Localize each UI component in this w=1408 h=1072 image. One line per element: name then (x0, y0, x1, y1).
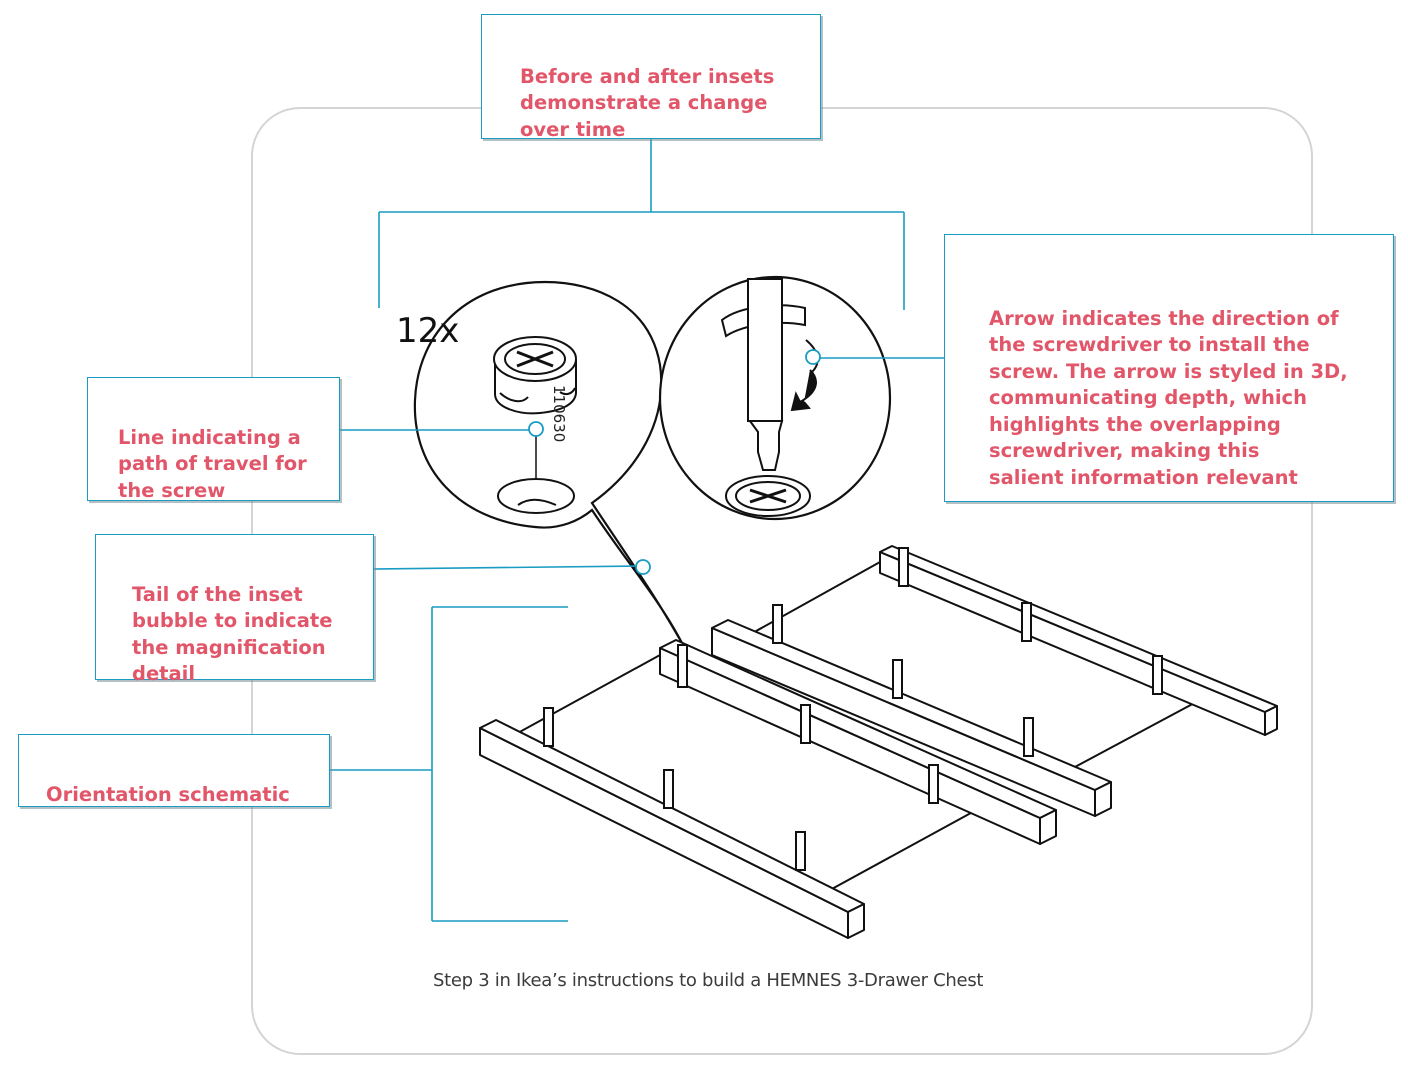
callout-tail-text: Tail of the inset bubble to indicate the… (132, 582, 333, 686)
part-number-label: 110630 (550, 385, 568, 443)
leader-endpoints (528, 349, 821, 575)
schematic-dowels (543, 547, 1163, 871)
drilled-hole (497, 478, 575, 514)
callout-arrow-text: Arrow indicates the direction of the scr… (989, 306, 1348, 489)
inset-bubble-before (413, 280, 684, 646)
callout-orientation-text: Orientation schematic (46, 782, 290, 806)
insets-bracket (378, 138, 905, 310)
leader-lines (330, 357, 944, 922)
callout-path-text: Line indicating a path of travel for the… (118, 425, 307, 502)
inset-bubble-after (658, 275, 892, 521)
quantity-label: 12x (396, 311, 460, 351)
cam-lock-fitting (493, 336, 577, 415)
callout-arrow: Arrow indicates the direction of the scr… (944, 234, 1394, 502)
callout-orientation: Orientation schematic (18, 734, 330, 807)
callout-tail: Tail of the inset bubble to indicate the… (95, 534, 374, 685)
figure-caption: Step 3 in Ikea’s instructions to build a… (433, 970, 984, 991)
callout-insets-text: Before and after insets demonstrate a ch… (520, 64, 775, 141)
callout-insets: Before and after insets demonstrate a ch… (481, 14, 821, 141)
callout-path: Line indicating a path of travel for the… (87, 377, 340, 502)
orientation-schematic (479, 545, 1278, 939)
